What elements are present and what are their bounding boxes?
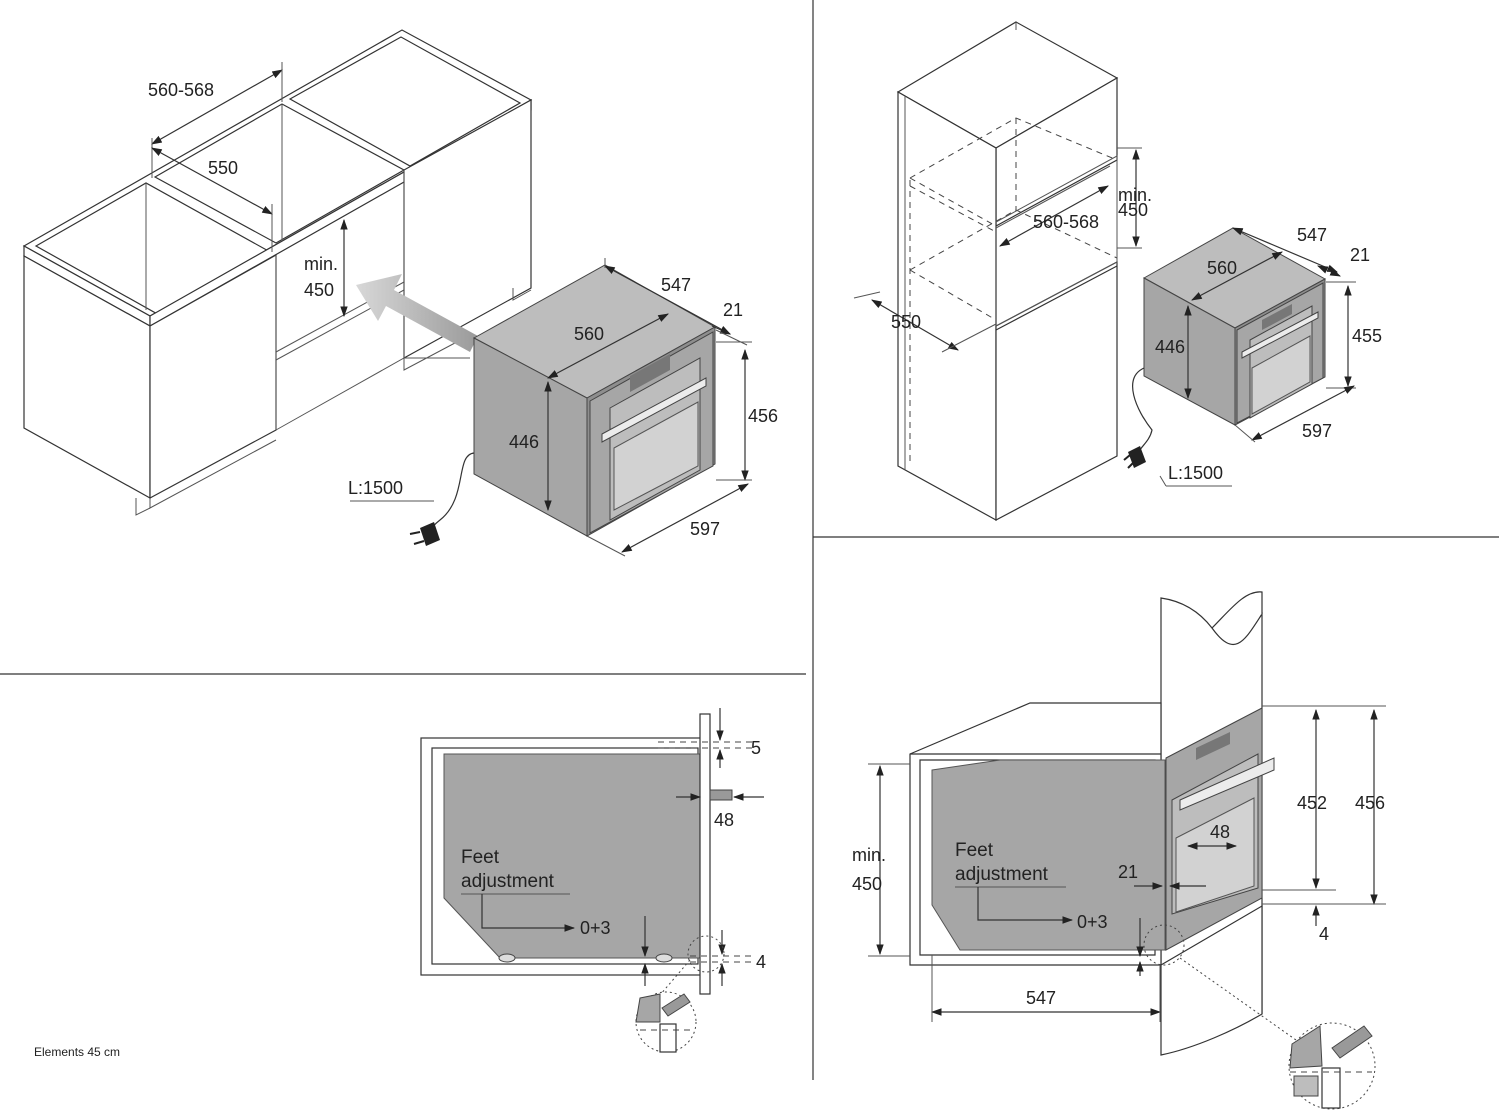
tl-width-range: 560-568 [148, 80, 214, 100]
tl-front-width: 597 [690, 519, 720, 539]
series-label: Elements 45 cm [34, 1045, 120, 1059]
tr-width-range: 560-568 [1033, 212, 1099, 232]
bl-gap-bottom: 4 [756, 952, 766, 972]
oven-top-left [350, 258, 752, 557]
tl-oven-height: 446 [509, 432, 539, 452]
tr-depth: 550 [891, 312, 921, 332]
tl-min-label: min. [304, 254, 338, 274]
tl-oven-inner-width: 560 [574, 324, 604, 344]
br-overhang: 48 [1210, 822, 1230, 842]
br-height-a: 452 [1297, 793, 1327, 813]
tr-oven-depth: 547 [1297, 225, 1327, 245]
plug-icon [1123, 446, 1146, 469]
br-depth: 547 [1026, 988, 1056, 1008]
detail-zoom [1288, 1022, 1376, 1110]
tr-min-height: 450 [1118, 200, 1148, 220]
tr-front-offset: 21 [1350, 245, 1370, 265]
panel-top-right: min. 450 560-568 550 [853, 21, 1382, 522]
br-min-label: min. [852, 845, 886, 865]
tl-cable-length: L:1500 [348, 478, 403, 498]
panel-dividers [0, 0, 1499, 1080]
detail-zoom [635, 991, 697, 1053]
tr-cable-length: L:1500 [1168, 463, 1223, 483]
panel-bottom-left: 5 48 Feet adjustment 0+3 4 Elements 45 c… [34, 708, 766, 1059]
br-feet-label-2: adjustment [955, 864, 1049, 885]
br-feet-label-1: Feet [955, 840, 994, 861]
tl-front-height: 456 [748, 406, 778, 426]
tr-front-height: 455 [1352, 326, 1382, 346]
bl-overhang: 48 [714, 810, 734, 830]
bl-feet-label-2: adjustment [461, 871, 555, 892]
panel-top-left: 560-568 550 min. 450 [22, 29, 778, 557]
tall-cabinet [853, 21, 1142, 522]
br-gap: 4 [1319, 924, 1329, 944]
tr-oven-height: 446 [1155, 337, 1185, 357]
niche-section-tall [868, 591, 1386, 1110]
tl-min-height: 450 [304, 280, 334, 300]
br-min-height: 450 [852, 874, 882, 894]
br-feet-value: 0+3 [1077, 912, 1108, 932]
tl-front-offset: 21 [723, 300, 743, 320]
tl-oven-depth: 547 [661, 275, 691, 295]
niche-section [420, 708, 764, 1053]
panel-bottom-right: Feet adjustment 0+3 min. 450 21 48 452 4… [852, 591, 1386, 1110]
oven-top-right [1123, 227, 1356, 487]
tr-oven-inner-width: 560 [1207, 258, 1237, 278]
tr-front-width: 597 [1302, 421, 1332, 441]
br-front-offset: 21 [1118, 862, 1138, 882]
tr-min-label: min. [1118, 185, 1152, 205]
bl-feet-value: 0+3 [580, 918, 611, 938]
bl-feet-label-1: Feet [461, 847, 500, 868]
tl-depth: 550 [208, 158, 238, 178]
bl-gap-top: 5 [751, 738, 761, 758]
plug-icon [409, 522, 440, 546]
kitchen-cabinet [22, 29, 533, 516]
br-height-b: 456 [1355, 793, 1385, 813]
